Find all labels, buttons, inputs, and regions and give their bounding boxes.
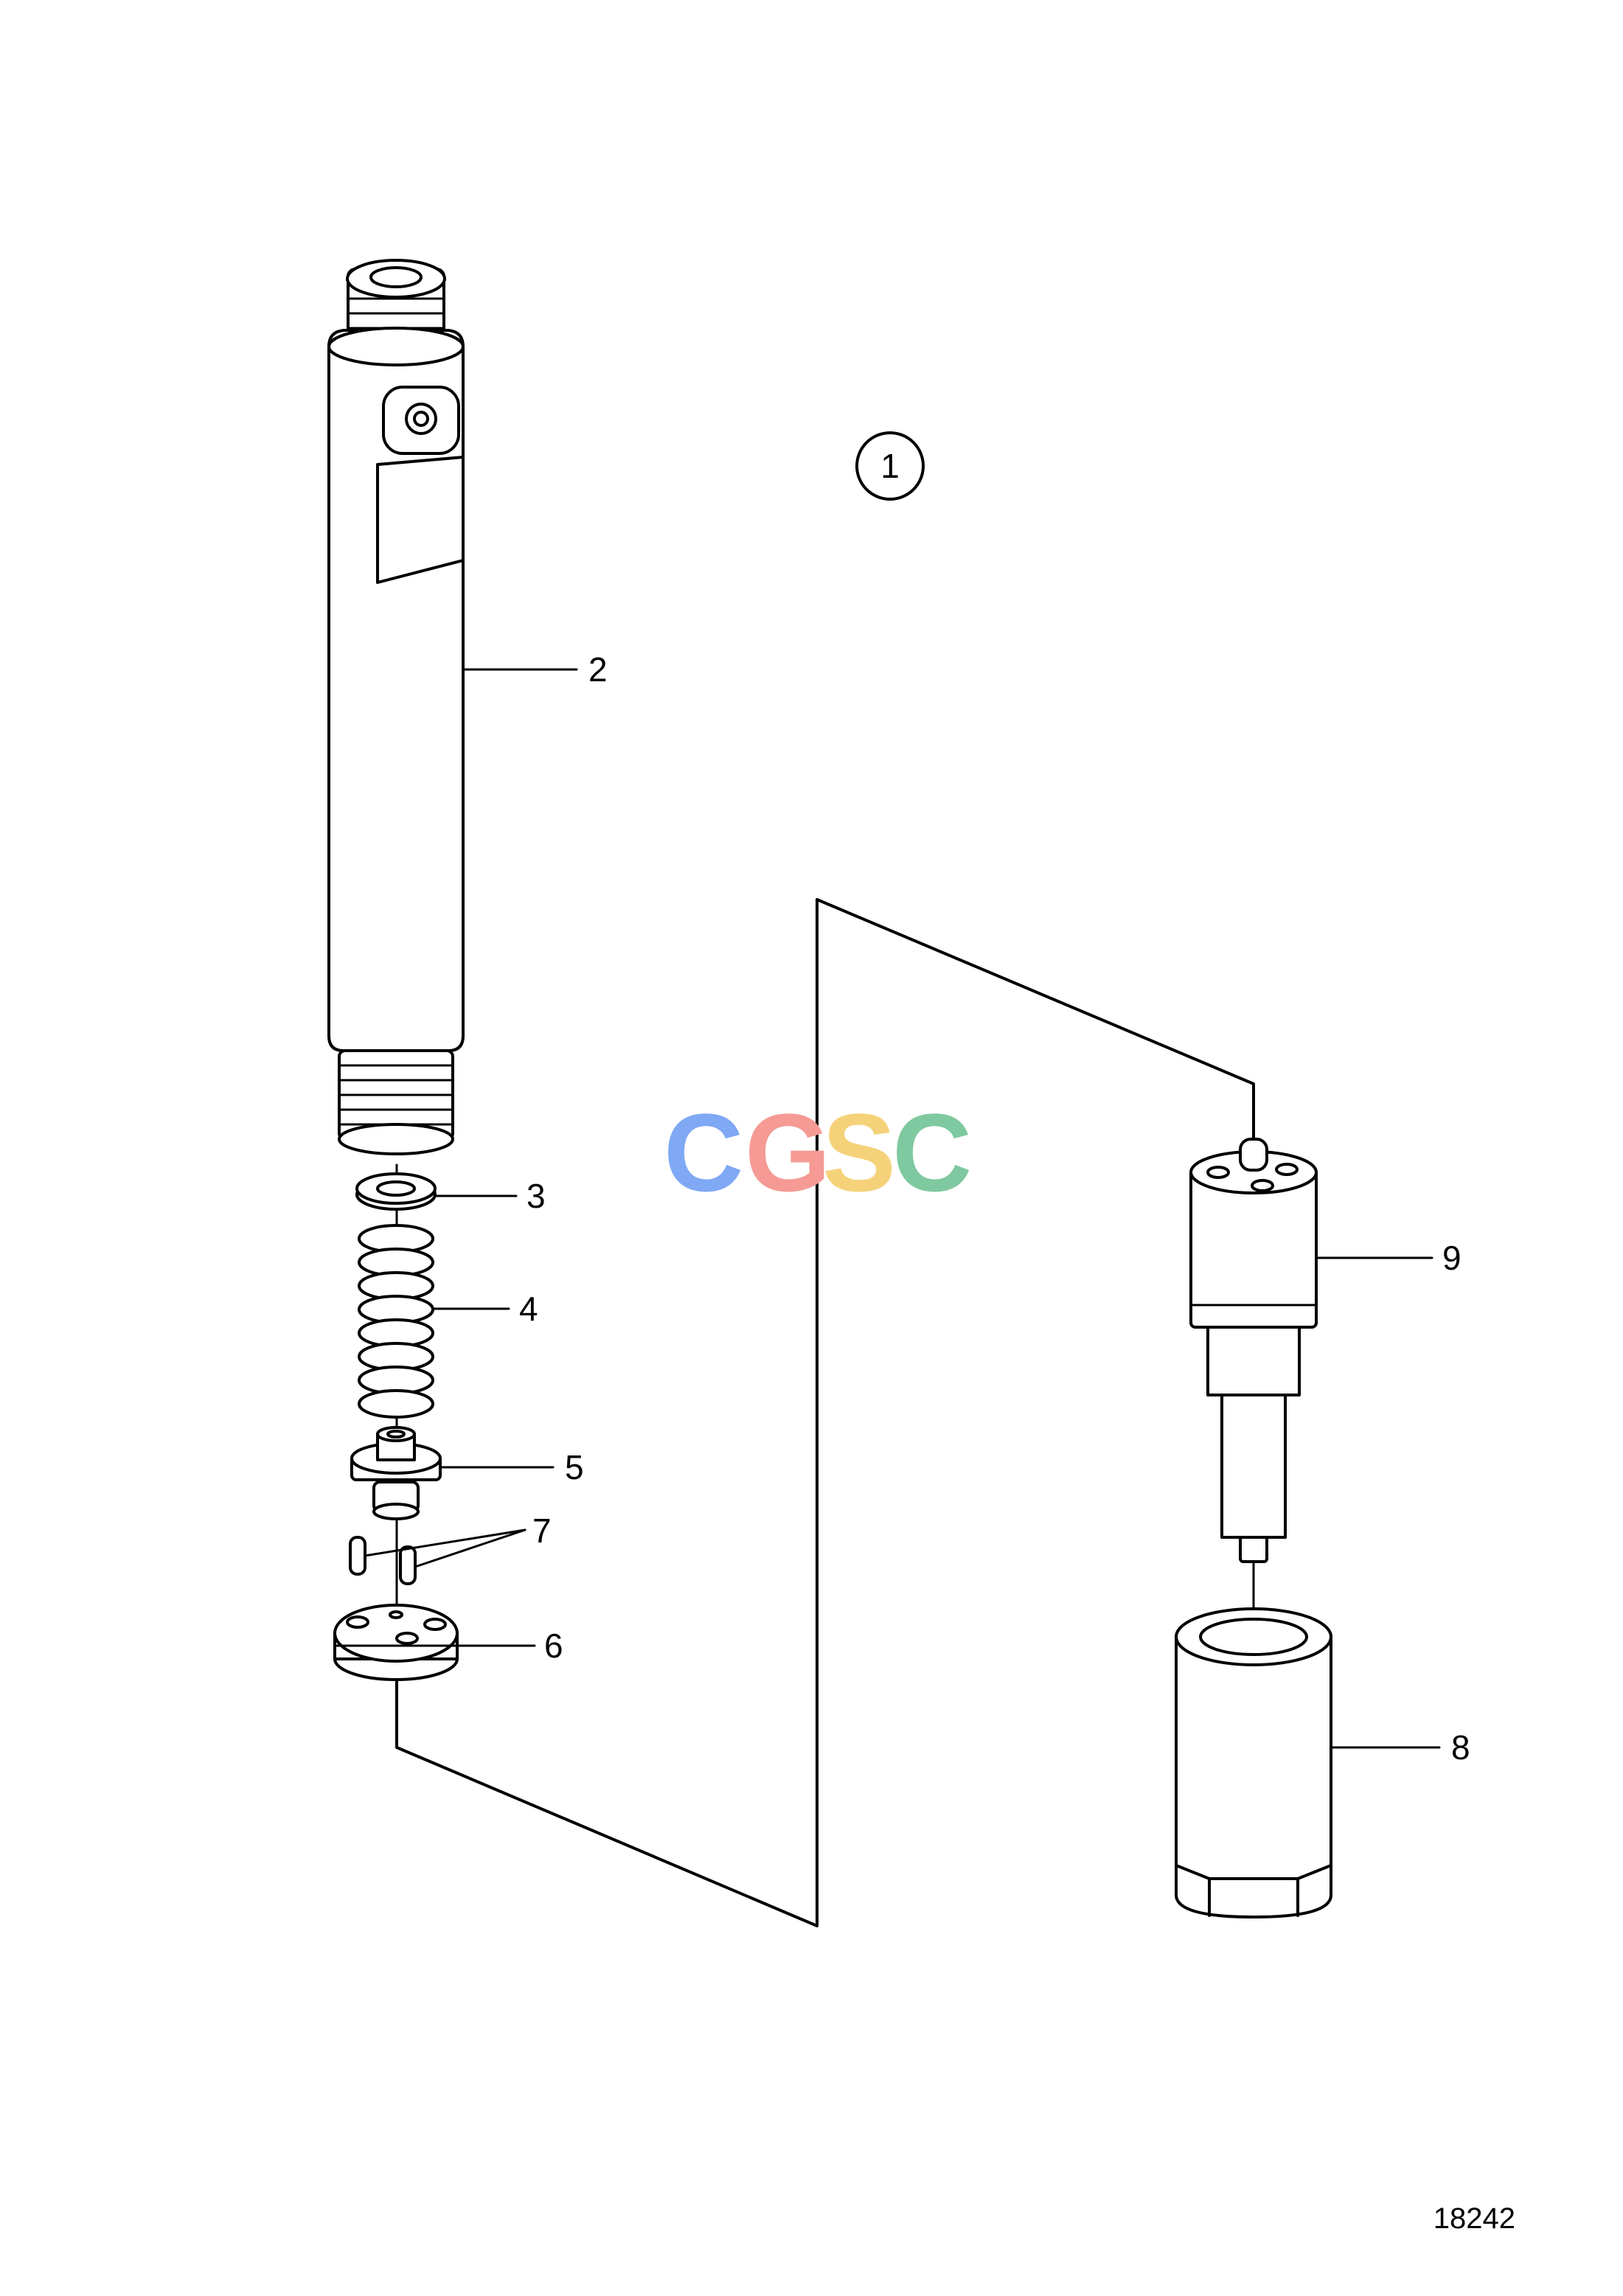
dowel-pins [349,1536,417,1585]
leader-lines [364,668,1441,1749]
intermediate-plate [333,1604,459,1681]
assembly-callout-circle [855,431,925,501]
callout-6: 6 [544,1627,563,1665]
assembly-connector-line [395,898,1255,1927]
watermark-letter-4: C [892,1090,972,1214]
watermark-letter-2: G [745,1090,831,1214]
callout-5: 5 [565,1448,584,1486]
assembly-callout: 1 [880,447,900,485]
figure-number: 18242 [1433,2202,1515,2235]
callout-3: 3 [526,1177,546,1215]
callout-2: 2 [588,650,608,689]
injector-holder-body [327,259,465,1155]
shim-washer [355,1172,437,1211]
watermark-letter-3: S [822,1090,896,1214]
watermark-letter-1: C [664,1090,743,1214]
spring-seat [350,1426,442,1520]
callout-8: 8 [1451,1728,1470,1767]
pressure-spring [358,1224,434,1419]
injector-nozzle [1189,1138,1318,1563]
callout-9: 9 [1442,1239,1462,1277]
nozzle-retaining-nut [1175,1607,1332,1918]
callout-4: 4 [519,1290,538,1328]
watermark: C G S C [664,1090,972,1214]
callout-7: 7 [532,1511,552,1550]
